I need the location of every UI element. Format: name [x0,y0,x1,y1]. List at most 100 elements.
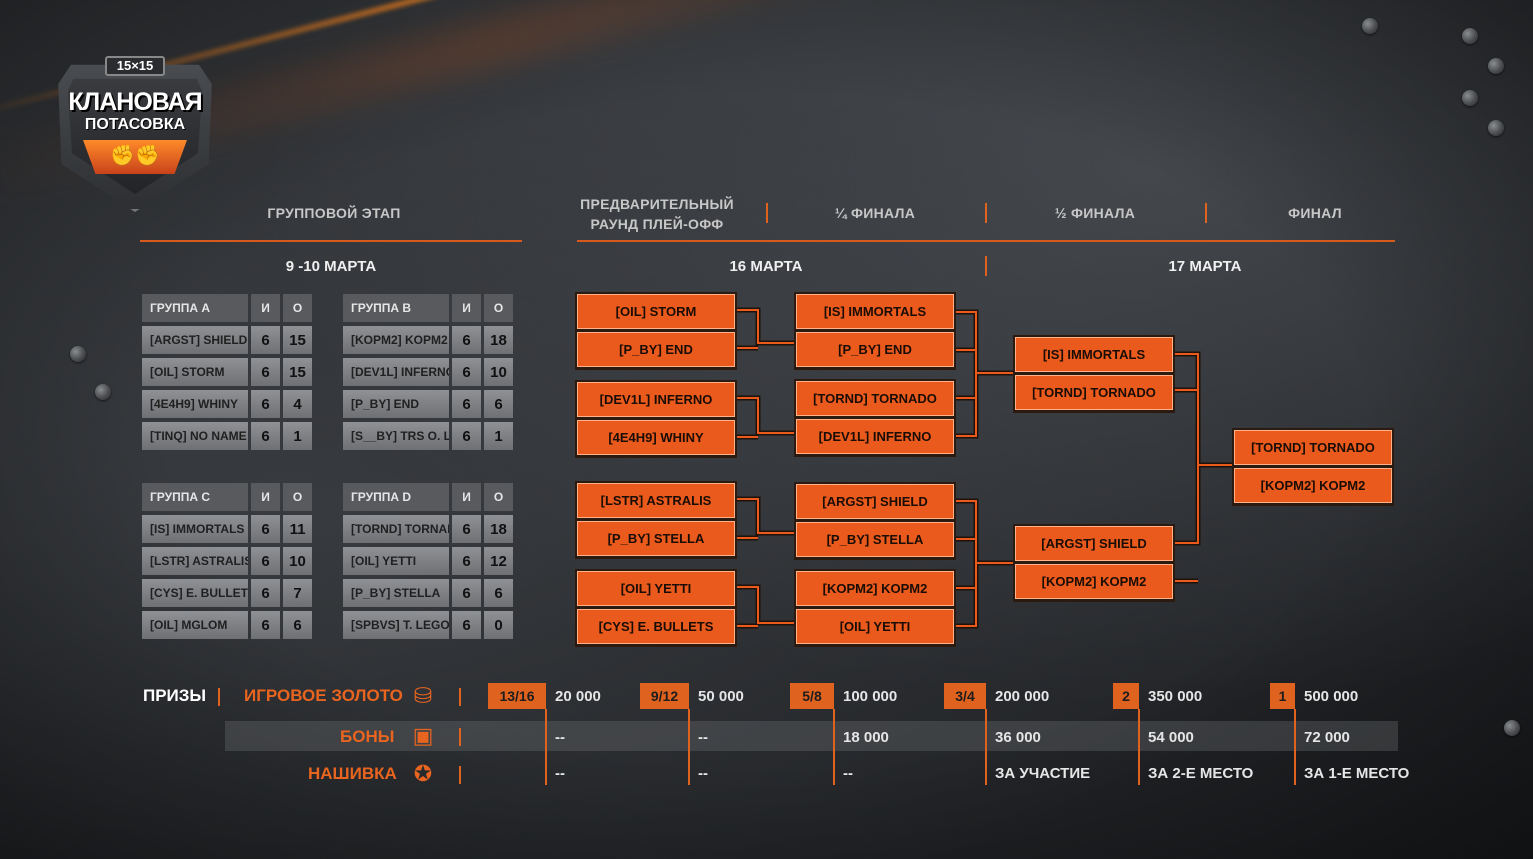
tier-column-line [1138,709,1140,785]
games: 6 [452,579,481,607]
team-name: [KOPM2] KOPM2 [343,326,449,354]
date-separator [985,256,987,276]
match-quarter-2: [TORND] TORNADO [DEV1L] INFERNO [794,379,956,457]
bracket-team: [IS] IMMORTALS [796,294,954,329]
col-points: О [283,483,312,511]
games: 6 [251,326,280,354]
group-title: ГРУППА D [343,483,449,511]
header-separator [1205,203,1207,223]
date-day1: 16 МАРТА [729,258,803,275]
points: 0 [484,611,513,639]
prize-patch-label: НАШИВКА [308,764,397,783]
patch-icon: ✪ [413,761,433,786]
bracket-team: [OIL] YETTI [796,609,954,644]
team-name: [OIL] MGLOM [142,611,248,639]
header-separator [766,203,768,223]
group-title: ГРУППА С [142,483,248,511]
col-games: И [452,483,481,511]
tier-patch: ЗА 2-Е МЕСТО [1148,765,1254,782]
header-prelim: ПРЕДВАРИТЕЛЬНЫЙ [580,196,734,212]
tier-bonds: 18 000 [843,729,889,746]
bracket-team: [DEV1L] INFERNO [577,382,735,417]
tier-gold: 500 000 [1304,688,1359,705]
tier-bonds: 54 000 [1148,729,1194,746]
tier-gold: 50 000 [698,688,744,705]
points: 12 [484,547,513,575]
team-name: [TINQ] NO NAME [142,422,248,450]
bracket-team: [OIL] YETTI [577,571,735,606]
tier-patch: ЗА 1-Е МЕСТО [1304,765,1410,782]
games: 6 [251,358,280,386]
bracket-team: [P_BY] STELLA [796,522,954,557]
header-separator [985,203,987,223]
team-name: [4E4H9] WHINY [142,390,248,418]
bracket-team: [IS] IMMORTALS [1015,337,1173,372]
bracket-team: [TORND] TORNADO [1015,375,1173,410]
games: 6 [452,326,481,354]
match-quarter-3: [ARGST] SHIELD [P_BY] STELLA [794,482,956,560]
tier-bonds: 72 000 [1304,729,1350,746]
points: 7 [283,579,312,607]
team-name: [DEV1L] INFERNO [343,358,449,386]
points: 15 [283,358,312,386]
header-final: ФИНАЛ [1288,205,1342,221]
header-quarter: ¼ ФИНАЛА [834,205,916,221]
tier-bonds: 36 000 [995,729,1041,746]
header-group-stage: ГРУППОВОЙ ЭТАП [267,205,401,221]
header-semi: ½ ФИНАЛА [1054,205,1136,221]
tier-place-badge: 9/12 [640,683,689,709]
team-name: [ARGST] SHIELD [142,326,248,354]
team-name: [OIL] YETTI [343,547,449,575]
match-quarter-4: [KOPM2] KOPM2 [OIL] YETTI [794,569,956,647]
bracket-team: [OIL] STORM [577,294,735,329]
date-day2: 17 МАРТА [1168,258,1242,275]
bracket-team: [TORND] TORNADO [1234,430,1392,465]
col-points: О [484,483,513,511]
games: 6 [452,358,481,386]
tier-place-badge: 3/4 [944,683,986,709]
points: 6 [484,390,513,418]
tier-patch: -- [843,765,853,782]
points: 4 [283,390,312,418]
match-semi-2: [ARGST] SHIELD [KOPM2] KOPM2 [1013,524,1175,602]
points: 18 [484,326,513,354]
points: 18 [484,515,513,543]
tier-column-line [688,709,690,785]
group-header-row: ГРУППА В И О [343,294,521,322]
games: 6 [452,515,481,543]
match-final: [TORND] TORNADO [KOPM2] KOPM2 [1232,428,1394,506]
tier-column-line [833,709,835,785]
games: 6 [251,547,280,575]
bracket-team: [KOPM2] KOPM2 [796,571,954,606]
prize-gold-label: ИГРОВОЕ ЗОЛОТО [244,686,403,705]
group-title: ГРУППА А [142,294,248,322]
rivet-icon [1362,18,1378,34]
tier-place-badge: 2 [1113,683,1139,709]
group-header-row: ГРУППА D И О [343,483,521,511]
games: 6 [452,547,481,575]
prize-separator [459,728,461,746]
divider-group [140,240,522,242]
match-prelim-2: [DEV1L] INFERNO [4E4H9] WHINY [575,380,737,458]
prize-separator [459,688,461,706]
points: 6 [484,579,513,607]
prizes-title: ПРИЗЫ [143,686,207,705]
team-name: [OIL] STORM [142,358,248,386]
rivet-icon [95,384,111,400]
table-row: [TORND] TORNADO618 [343,515,521,543]
bracket-team: [P_BY] END [577,332,735,367]
col-games: И [251,483,280,511]
bracket-team: [KOPM2] KOPM2 [1234,468,1392,503]
group-header-row: ГРУППА А И О [142,294,320,322]
bracket-team: [TORND] TORNADO [796,381,954,416]
tier-column-line [985,709,987,785]
